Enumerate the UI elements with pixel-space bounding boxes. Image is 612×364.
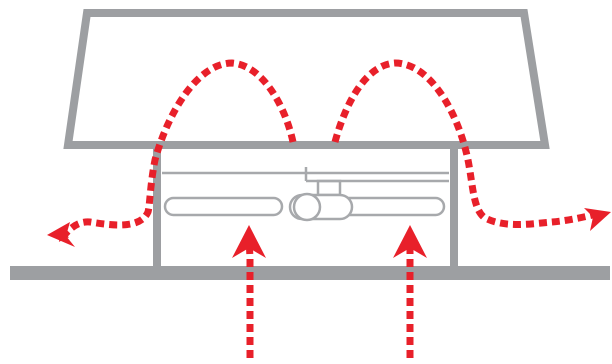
base-roof-line xyxy=(10,266,610,280)
airflow-left-intake xyxy=(244,233,255,358)
arrowhead-right-intake xyxy=(393,225,427,258)
airflow-right-loop xyxy=(331,59,602,228)
fan-hub-center xyxy=(292,192,322,222)
arrowhead-left-exhaust xyxy=(47,222,75,247)
hood-outline xyxy=(63,9,550,149)
arrowhead-right-exhaust xyxy=(584,208,611,231)
arrowhead-left-intake xyxy=(232,225,266,258)
fan-blade-left xyxy=(163,196,284,217)
fan-motor-bracket xyxy=(316,179,342,197)
airflow-left-loop xyxy=(58,59,297,242)
